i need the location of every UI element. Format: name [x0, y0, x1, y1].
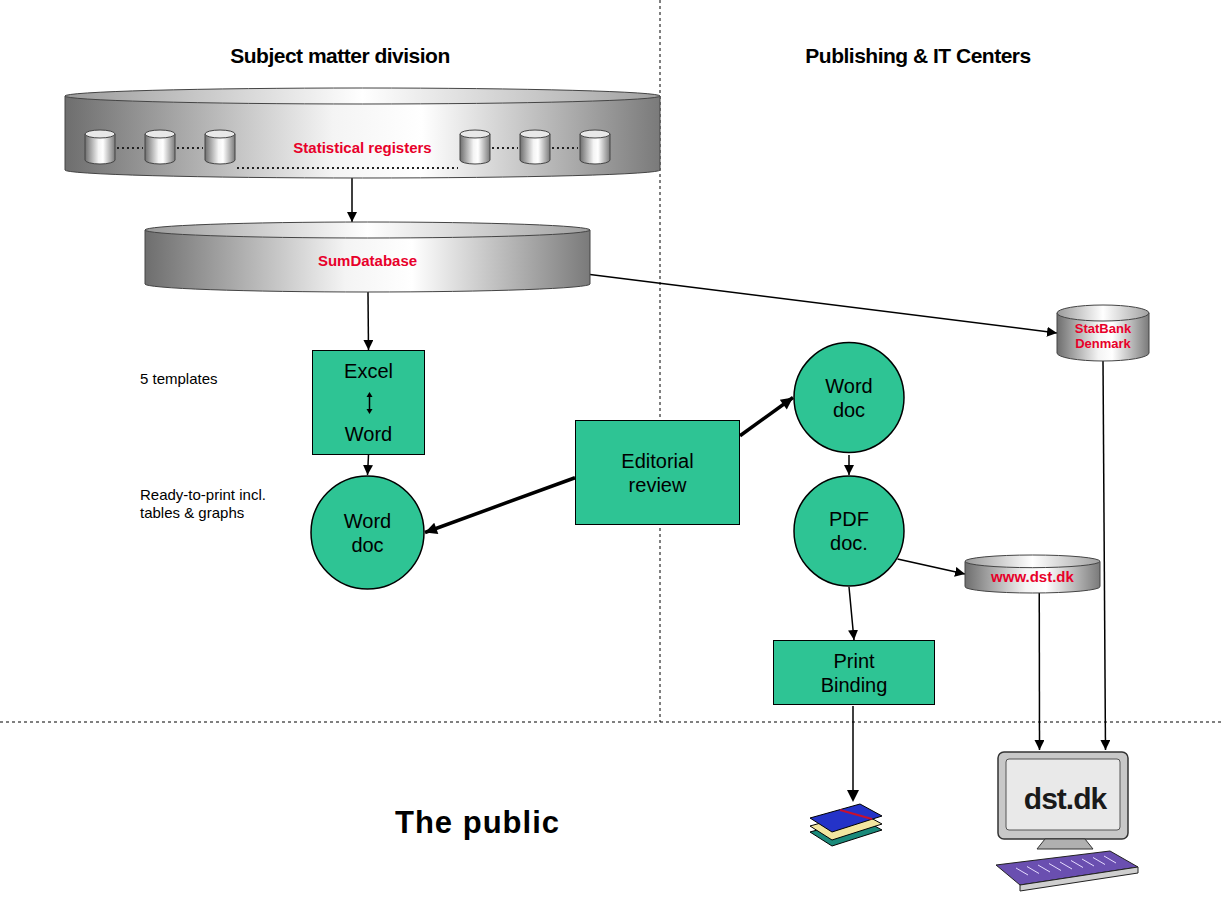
- process-box: Editorial review: [575, 420, 740, 525]
- flow-arrow: [1103, 361, 1106, 750]
- book-icon: [810, 804, 882, 846]
- flow-arrow: [351, 178, 353, 222]
- cyl-outline: [65, 88, 660, 178]
- database-cylinder: SumDatabase: [145, 222, 590, 292]
- computer-screen: dst.dk: [990, 750, 1140, 895]
- flow-arrow: [849, 587, 854, 640]
- document-circle: PDF doc.: [793, 475, 905, 587]
- database-cylinder: www.dst.dk: [965, 555, 1100, 593]
- process-box: ExcelWord: [312, 350, 425, 455]
- side-note: 5 templates: [140, 370, 290, 388]
- flow-arrow: [897, 559, 965, 574]
- column-heading: Subject matter division: [190, 44, 490, 68]
- process-box: Print Binding: [773, 640, 935, 705]
- node-text: PDF doc.: [819, 507, 879, 555]
- flow-arrow: [740, 398, 793, 436]
- document-circle: Word doc: [793, 340, 905, 455]
- flow-arrow: [367, 292, 369, 350]
- book-arrow: [852, 706, 854, 792]
- node-text: Editorial review: [598, 449, 718, 497]
- flow-arrow: [425, 478, 575, 533]
- node-text: Word doc: [814, 374, 884, 422]
- circle-outline: [793, 340, 905, 455]
- circle-outline: [793, 475, 905, 587]
- node-text: Statistical registers: [293, 139, 431, 156]
- region-label: The public: [395, 805, 655, 841]
- node-text: Word doc: [333, 509, 403, 557]
- column-heading: Publishing & IT Centers: [768, 44, 1068, 68]
- node-text: StatBank Denmark: [1065, 322, 1141, 352]
- node-text: SumDatabase: [318, 252, 417, 269]
- side-note: Ready-to-print incl. tables & graphs: [140, 486, 270, 522]
- flow-arrow: [590, 275, 1057, 334]
- public-divider: [0, 722, 1221, 723]
- pc-outline: [990, 750, 1140, 895]
- node-text: Word: [345, 422, 392, 446]
- document-circle: Word doc: [310, 475, 425, 590]
- database-cylinder: StatBank Denmark: [1057, 305, 1149, 361]
- circle-outline: [310, 475, 425, 590]
- node-text: dst.dk: [1024, 782, 1106, 816]
- node-text: www.dst.dk: [991, 568, 1074, 585]
- database-cylinder: Statistical registers: [65, 88, 660, 178]
- flow-arrow: [848, 455, 850, 475]
- flow-arrow: [368, 455, 369, 475]
- node-text: Excel: [344, 359, 393, 383]
- book-arrowhead: [847, 790, 859, 802]
- node-text: Print Binding: [809, 649, 899, 697]
- flow-arrow: [1039, 593, 1041, 750]
